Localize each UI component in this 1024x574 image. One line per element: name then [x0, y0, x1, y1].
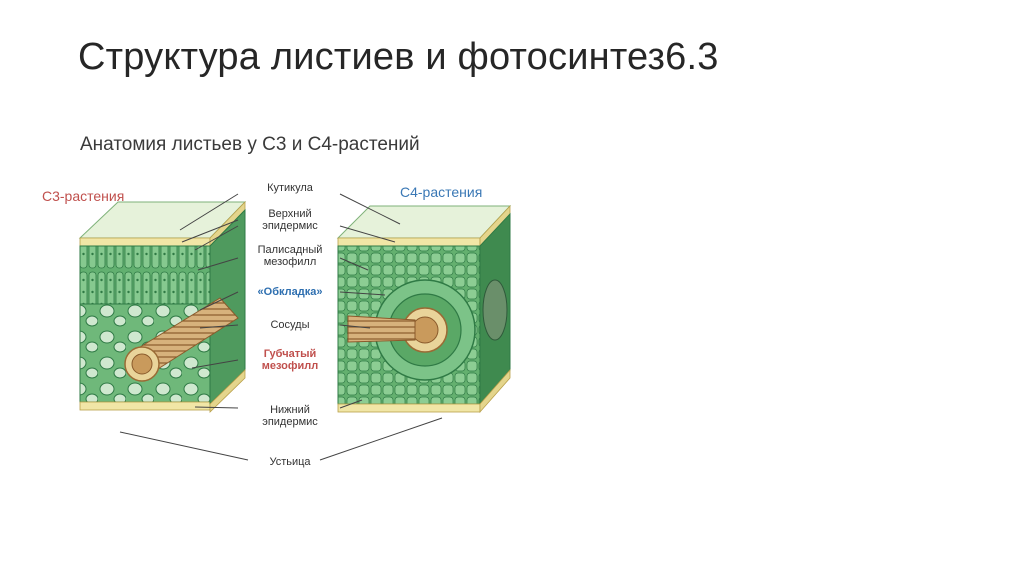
palisade-mesophyll-label: Палисадный мезофилл: [252, 244, 328, 268]
spongy-line-1: Губчатый: [263, 348, 317, 360]
lower-epidermis-line-2: эпидермис: [262, 416, 318, 428]
c4-plants-label: С4-растения: [400, 184, 483, 200]
lower-epidermis-line-1: Нижний: [270, 404, 310, 416]
stomata-label: Устьица: [269, 456, 311, 468]
cuticle-label: Кутикула: [267, 182, 313, 194]
bundle-sheath-label: «Обкладка»: [257, 286, 323, 298]
spongy-mesophyll-label: Губчатый мезофилл: [252, 348, 328, 372]
leaf-anatomy-figure: Анатомия листьев у С3 и С4-растений С3-р…: [42, 120, 520, 490]
upper-epidermis-label: Верхний эпидермис: [252, 208, 328, 232]
spongy-line-2: мезофилл: [261, 360, 319, 372]
lower-epidermis-label: Нижний эпидермис: [252, 404, 328, 428]
palisade-line-1: Палисадный: [257, 244, 323, 256]
upper-epidermis-line-1: Верхний: [268, 208, 312, 220]
leader-lines: [119, 193, 443, 461]
vessels-label: Сосуды: [270, 319, 310, 331]
leaf-anatomy-diagram: [78, 193, 512, 461]
palisade-line-2: мезофилл: [263, 256, 317, 268]
upper-epidermis-line-2: эпидермис: [262, 220, 318, 232]
slide-title: Структура листиев и фотосинтез6.3: [78, 36, 719, 78]
c3-plants-label: С3-растения: [42, 188, 125, 204]
figure-title: Анатомия листьев у С3 и С4-растений: [80, 134, 420, 155]
c4-leaf-block: [336, 204, 512, 414]
c3-leaf-block: [78, 201, 247, 413]
